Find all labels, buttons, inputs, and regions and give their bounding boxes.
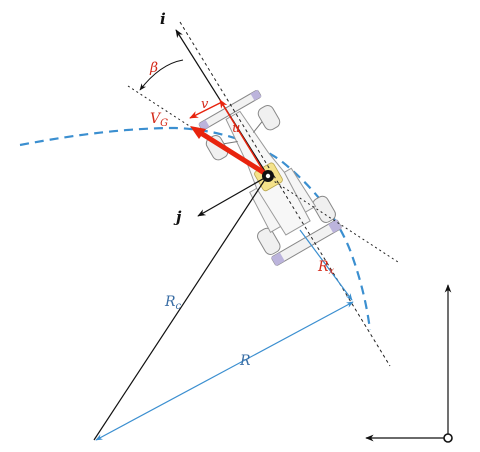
label-vg: VG bbox=[150, 111, 168, 129]
rx-arrow bbox=[299, 229, 353, 301]
label-beta: β bbox=[149, 60, 158, 76]
label-rx: Rx bbox=[317, 259, 335, 277]
r-radius-line bbox=[95, 301, 354, 441]
label-r: R bbox=[239, 353, 251, 369]
rear-right-wheel bbox=[312, 195, 336, 223]
v-component-arrow bbox=[189, 101, 223, 119]
reference-frame bbox=[365, 284, 453, 443]
label-j: j bbox=[173, 208, 182, 226]
label-i: i bbox=[160, 10, 166, 28]
vg-arrow bbox=[193, 127, 269, 177]
front-right-wheel bbox=[257, 105, 281, 131]
cg-marker-icon bbox=[262, 170, 274, 182]
label-rc: Rc bbox=[164, 294, 182, 312]
beta-arc bbox=[139, 59, 184, 91]
origin-circle-icon bbox=[443, 433, 453, 443]
label-u: u bbox=[232, 121, 240, 136]
rear-left-wheel bbox=[257, 227, 281, 255]
longitudinal-axis bbox=[179, 21, 391, 367]
trajectory-arc bbox=[19, 126, 372, 331]
label-v: v bbox=[201, 97, 209, 112]
j-axis bbox=[197, 175, 269, 217]
vg-arrowhead bbox=[190, 126, 206, 139]
u-component-arrow bbox=[219, 99, 265, 173]
